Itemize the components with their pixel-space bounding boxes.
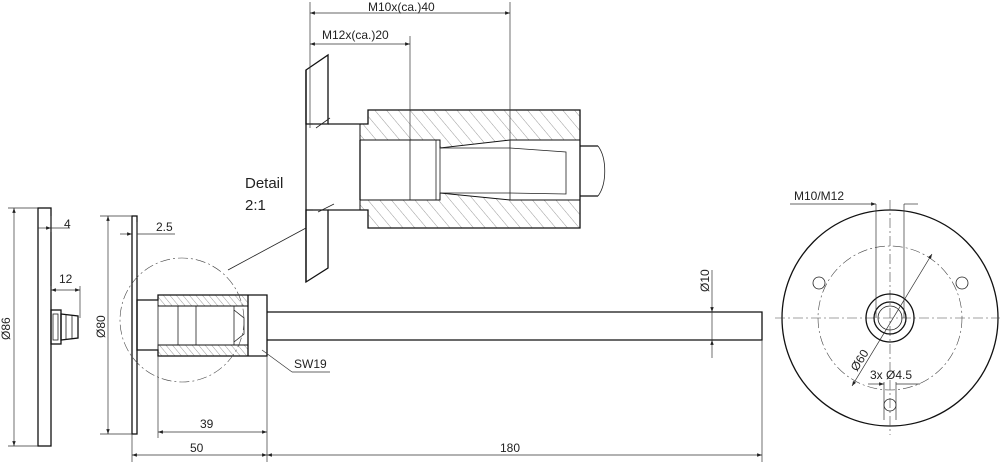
holes-label: 3x Ø4.5 (870, 368, 912, 382)
m10-thread-label: M10x(ca.)40 (368, 0, 435, 14)
rod-length-label: 180 (500, 441, 520, 455)
main-dimensions (100, 215, 763, 462)
flange-diameter-label: Ø86 (0, 317, 13, 340)
head-length-label: 50 (190, 441, 204, 455)
detail-leader (227, 227, 307, 271)
detail-circle (119, 257, 245, 383)
thread-type-label: M10/M12 (794, 189, 844, 203)
flange-side-view (37, 207, 79, 447)
front-dimensions (790, 202, 933, 420)
flange-dimensions (8, 207, 81, 447)
bolt-circle-label: Ø60 (848, 347, 872, 374)
main-assembly (119, 215, 763, 435)
detail-scale: 2:1 (245, 197, 266, 214)
detail-title: Detail (245, 175, 283, 192)
nut-length-label: 39 (200, 417, 214, 431)
plate-diameter-label: Ø80 (94, 315, 108, 338)
wrench-size-label: SW19 (294, 357, 327, 371)
plate-thickness-label: 2.5 (156, 220, 173, 234)
rod-diameter-label: Ø10 (698, 269, 712, 292)
flange-thickness-label: 4 (64, 217, 71, 231)
detail-plate (305, 53, 329, 284)
detail-view (305, 53, 606, 284)
detail-dimensions (309, 2, 511, 148)
m12-thread-label: M12x(ca.)20 (322, 28, 389, 42)
spacer-length-label: 12 (59, 272, 73, 286)
front-view (775, 200, 1000, 435)
